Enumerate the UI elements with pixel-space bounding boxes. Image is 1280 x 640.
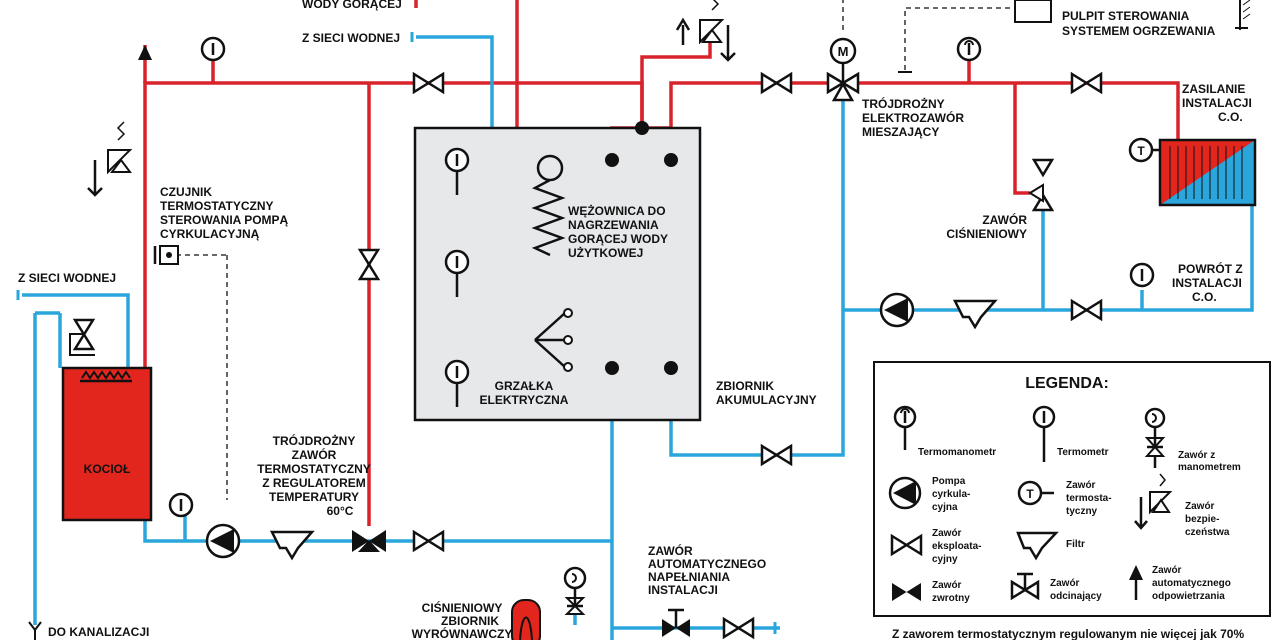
hot-water-label: WODY GORĄCEJ [302, 0, 402, 11]
shutoff-valve-icon [1070, 298, 1103, 322]
legend-shutoff-valve-icon [890, 533, 923, 557]
safety-valve-icon [87, 121, 133, 197]
svg-text:M: M [838, 44, 849, 59]
legend: LEGENDA: Termomanometr Termometr Zawór z… [873, 361, 1271, 617]
legend-air-vent-icon [1129, 565, 1143, 600]
accumulation-tank [413, 121, 702, 422]
shutoff-valve-icon [760, 443, 793, 467]
thermostatic-valve-icon [352, 530, 386, 552]
tank-thermometer-bottom-icon [444, 359, 470, 407]
legend-title: LEGENDA: [1025, 375, 1109, 392]
legend-termometr: Termometr [1057, 447, 1109, 458]
legend-safety-valve-icon [1134, 473, 1173, 530]
air-vent-icon [138, 45, 152, 60]
sensor-icon [153, 245, 179, 265]
legend-thermometer-icon [1032, 405, 1056, 462]
thermomanometer-icon [200, 36, 226, 62]
manometer-valve-icon [563, 566, 587, 615]
legend-filter-icon [1016, 531, 1059, 561]
shutoff-valve-icon [1070, 71, 1103, 95]
shutoff-valve-icon [357, 248, 381, 281]
pressure-valve-icon [1028, 158, 1055, 212]
legend-termomanometr: Termomanometr [918, 447, 996, 458]
expansion-tank [511, 599, 541, 640]
filter-icon [952, 299, 998, 330]
circulation-pump-icon [879, 292, 915, 328]
svg-text:T: T [1137, 144, 1145, 158]
drain-label: DO KANALIZACJI [48, 625, 149, 639]
legend-thermostatic-valve-icon: T [1017, 480, 1054, 506]
control-panel [176, 0, 1251, 500]
thermometer-icon [168, 492, 194, 518]
legend-filtr: Filtr [1066, 539, 1085, 550]
radiator-thermostatic-valve-icon: T [1128, 137, 1160, 163]
footnote: Z zaworem termostatycznym regulowanym ni… [892, 627, 1244, 640]
tank-thermometer-mid-icon [444, 249, 470, 297]
boiler [61, 366, 153, 522]
thermomanometer-icon [956, 36, 982, 62]
legend-thermomanometer-icon [893, 405, 917, 450]
circulation-pump-icon [205, 523, 241, 559]
legend-pump-icon [888, 476, 922, 510]
boiler-label: KOCIOŁ [84, 462, 131, 476]
check-valve-icon [662, 608, 690, 637]
legend-cutoff-valve-icon [1010, 572, 1040, 601]
legend-check-valve-icon [892, 583, 921, 601]
shutoff-valve-icon [412, 71, 445, 95]
shutoff-valve-icon [760, 71, 793, 95]
legend-manometer-valve-icon [1144, 407, 1166, 468]
tank-thermometer-top-icon [444, 147, 470, 195]
svg-text:T: T [1026, 487, 1034, 501]
three-way-electrovalve-icon: M [826, 37, 860, 102]
safety-valve-icon [675, 0, 736, 62]
mains-top-label: Z SIECI WODNEJ [302, 31, 400, 45]
shutoff-valve-icon [69, 318, 96, 356]
filter-icon [269, 530, 315, 561]
thermometer-icon [1129, 262, 1155, 288]
mains-left-label: Z SIECI WODNEJ [18, 271, 116, 285]
shutoff-valve-icon [412, 529, 445, 553]
shutoff-valve-icon [722, 616, 755, 640]
radiator [1158, 138, 1257, 207]
